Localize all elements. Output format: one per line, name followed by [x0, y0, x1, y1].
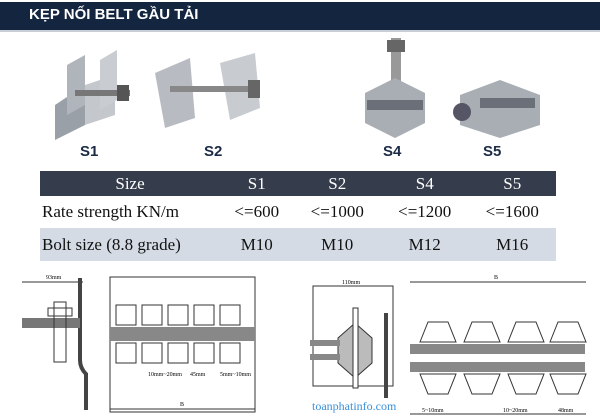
title-bar: KẸP NỐI BELT GẦU TẢI	[0, 2, 600, 32]
dim-label: 48mm	[558, 408, 574, 414]
diagram-s4-side: 110mm	[310, 280, 394, 398]
diagram-s2-top: 10mm~20mm 45mm 5mm~10mm B	[109, 276, 256, 413]
product-image-s5	[453, 80, 540, 138]
dim-label: 5mm~10mm	[220, 372, 251, 378]
product-label-s1: S1	[80, 143, 99, 160]
table-row: Bolt size (8.8 grade) M10 M10 M12 M16	[40, 228, 556, 261]
cell: <=1200	[398, 202, 452, 221]
cell: <=600	[234, 202, 280, 221]
spec-table: Size S1 S2 S4 S5 Rate strength KN/m <=60…	[40, 171, 556, 261]
dim-label: 10~20mm	[503, 408, 528, 414]
product-label-s5: S5	[483, 143, 502, 160]
table-header: Size S1 S2 S4 S5	[40, 171, 556, 196]
dim-label: B	[180, 402, 184, 408]
header-s2: S2	[293, 171, 381, 196]
cell: M12	[380, 228, 469, 261]
header-s1: S1	[220, 171, 294, 196]
product-image-s4	[365, 38, 425, 138]
cell: M10	[293, 228, 381, 261]
diagram-s1-side: 93mm	[22, 275, 88, 410]
dim-label: 10mm~20mm	[148, 372, 182, 378]
dim-label: B	[494, 275, 498, 281]
header-size: Size	[40, 171, 220, 196]
cell: <=1600	[485, 202, 539, 221]
table-row: Rate strength KN/m <=600 <=1000 <=1200 <…	[40, 196, 556, 228]
row-label: Bolt size (8.8 grade)	[40, 228, 220, 261]
watermark: toanphatinfo.com	[312, 399, 397, 413]
page-title: KẸP NỐI BELT GẦU TẢI	[29, 6, 199, 23]
cell: <=1000	[310, 202, 364, 221]
header-s5: S5	[468, 171, 556, 196]
row-label: Rate strength KN/m	[42, 202, 179, 221]
dim-label: 93mm	[46, 275, 62, 281]
product-image-s2	[155, 53, 260, 128]
dim-label: 5~10mm	[422, 408, 444, 414]
product-label-s4: S4	[383, 143, 402, 160]
diagram-s5-top: B 5~10mm 10~20mm 48mm	[410, 275, 587, 415]
dim-label: 45mm	[190, 372, 206, 378]
dim-label: 110mm	[342, 280, 360, 286]
cell: M16	[468, 228, 556, 261]
product-label-s2: S2	[204, 143, 223, 160]
product-image-s1	[55, 50, 130, 140]
header-s4: S4	[380, 171, 469, 196]
cell: M10	[220, 228, 294, 261]
